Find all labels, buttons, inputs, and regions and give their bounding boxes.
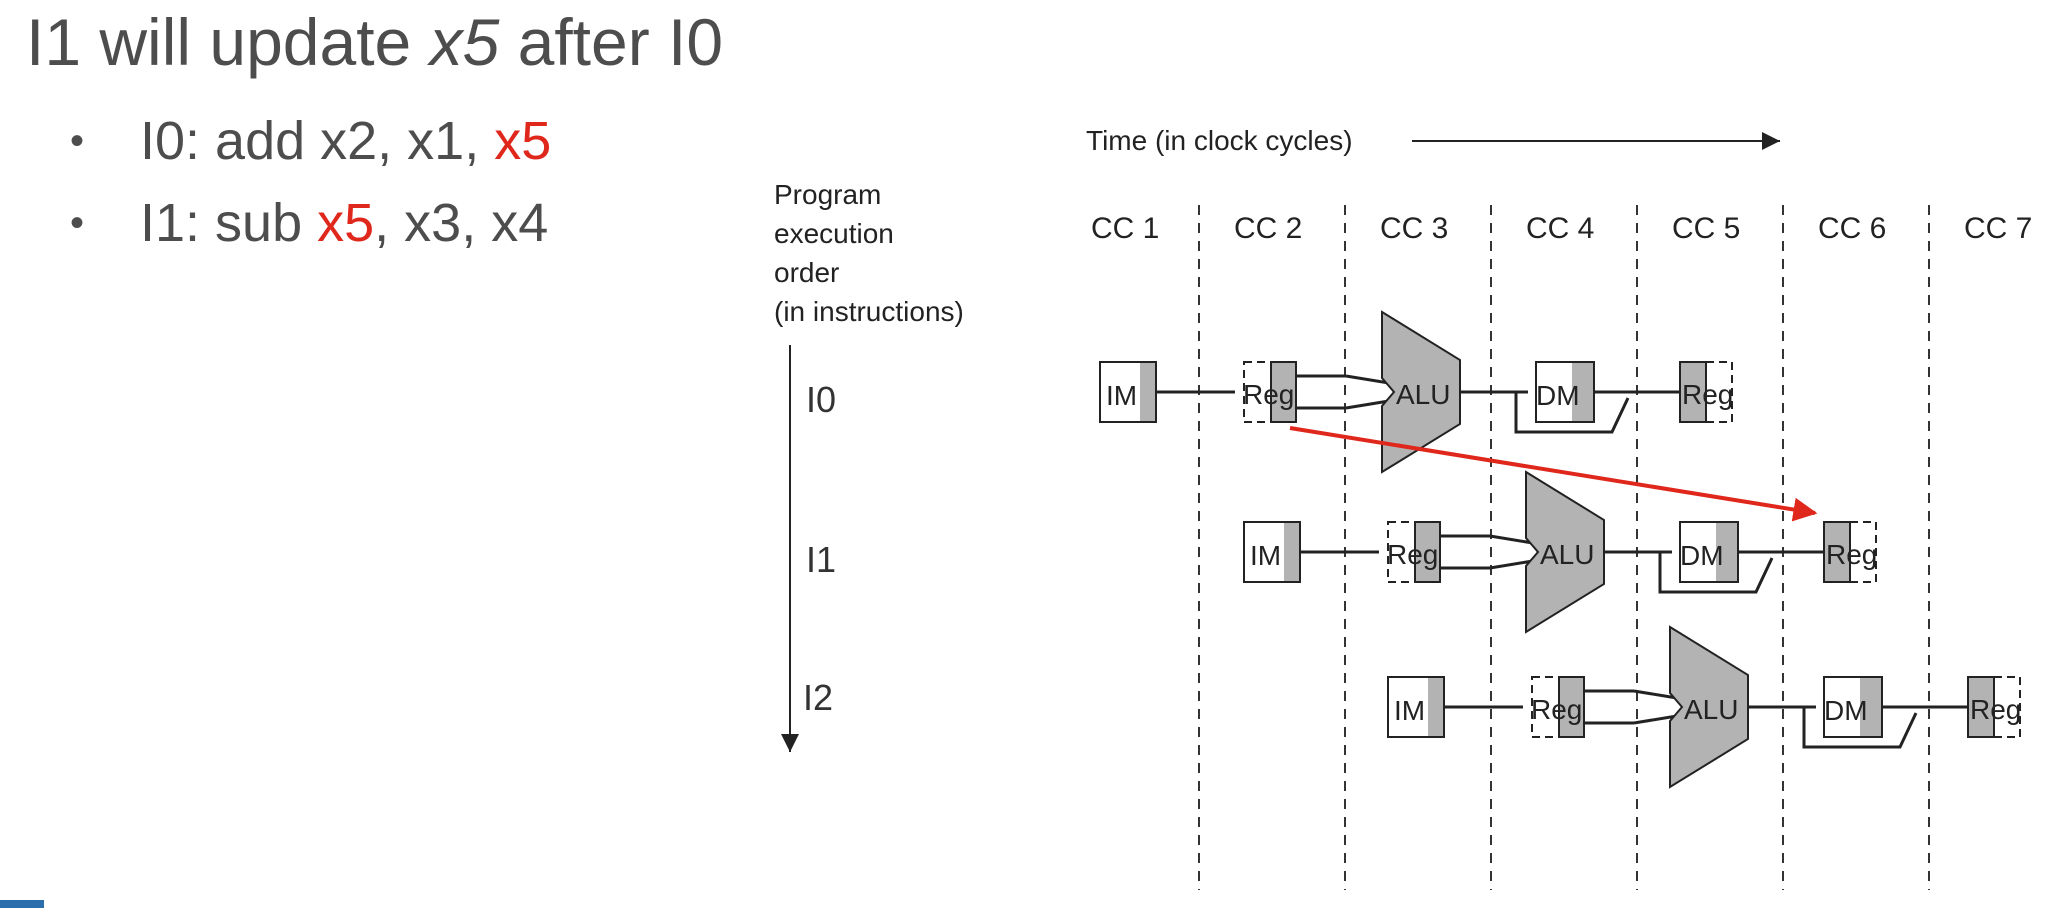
stage-reg-read: Reg (1387, 521, 1441, 583)
stage-label-im: IM (1106, 380, 1137, 411)
instruction-item-i1: • I1: sub x5, x3, x4 (62, 182, 551, 264)
instruction-label-i2: I2 (803, 677, 833, 718)
cycle-label-cc2: CC 2 (1234, 212, 1302, 245)
stage-label-reg: Reg (1826, 539, 1877, 570)
pipeline-row-i1: IM Reg ALU DM Reg (1243, 470, 1877, 634)
bullet-icon: • (70, 119, 85, 163)
pipeline-row-i0: IM Reg ALU DM Reg (1099, 310, 1733, 474)
instruction-list: •I0: add x2, x1, x5 •I1: sub x5, x3, x4 (62, 100, 551, 264)
slide-title: I1 will update x5 after I0 (26, 0, 723, 84)
stage-label-alu: ALU (1540, 539, 1594, 570)
program-order-line-2: execution (774, 218, 894, 249)
cycle-label-cc3: CC 3 (1380, 212, 1448, 245)
stage-label-im: IM (1394, 695, 1425, 726)
pipeline-row-i2: IM Reg ALU DM Reg (1387, 625, 2021, 789)
stage-alu: ALU (1525, 470, 1605, 634)
hazard-register: x5 (494, 111, 552, 171)
cycle-label-cc6: CC 6 (1818, 212, 1886, 245)
stage-reg-read: Reg (1531, 676, 1585, 738)
stage-label-reg: Reg (1970, 694, 2021, 725)
stage-label-reg: Reg (1243, 379, 1294, 410)
hazard-register: x5 (317, 193, 375, 253)
stage-im: IM (1387, 676, 1445, 738)
stage-reg-write: Reg (1823, 521, 1877, 583)
program-order-line-1: Program (774, 179, 881, 210)
stage-im: IM (1243, 521, 1301, 583)
stage-label-dm: DM (1824, 695, 1868, 726)
stage-dm: DM (1823, 676, 1883, 738)
cycle-label-cc1: CC 1 (1091, 212, 1159, 245)
program-order-label: Program execution order (in instructions… (774, 179, 964, 327)
time-axis-label: Time (in clock cycles) (1086, 125, 1353, 156)
stage-label-alu: ALU (1396, 379, 1450, 410)
stage-dm: DM (1679, 521, 1739, 583)
stage-label-reg: Reg (1531, 694, 1582, 725)
instruction-label-i0: I0 (806, 379, 836, 420)
stage-reg-write: Reg (1679, 361, 1733, 423)
data-hazard-arrow (1289, 426, 1818, 522)
program-order-line-4: (in instructions) (774, 296, 964, 327)
stage-reg-read: Reg (1243, 361, 1297, 423)
footer-accent-bar (0, 900, 44, 908)
instruction-text: I0: add x2, x1, (140, 111, 495, 171)
stage-label-alu: ALU (1684, 694, 1738, 725)
title-variable: x5 (429, 5, 500, 79)
stage-dm: DM (1535, 361, 1595, 423)
stage-label-im: IM (1250, 540, 1281, 571)
stage-im: IM (1099, 361, 1157, 423)
title-prefix: I1 will update (26, 5, 430, 79)
instruction-text: I1: sub (140, 193, 318, 253)
program-order-line-3: order (774, 257, 839, 288)
stage-label-dm: DM (1680, 540, 1724, 571)
instruction-label-i1: I1 (806, 539, 836, 580)
cycle-label-cc5: CC 5 (1672, 212, 1740, 245)
cycle-label-cc4: CC 4 (1526, 212, 1594, 245)
instruction-item-i0: • I0: add x2, x1, x5 (62, 100, 551, 182)
stage-label-dm: DM (1536, 380, 1580, 411)
stage-reg-write: Reg (1967, 676, 2021, 738)
stage-alu: ALU (1381, 310, 1461, 474)
cycle-label-cc7: CC 7 (1964, 212, 2032, 245)
stage-label-reg: Reg (1387, 539, 1438, 570)
stage-label-reg: Reg (1682, 379, 1733, 410)
cycle-separators (1198, 205, 1930, 890)
instruction-text-tail: , x3, x4 (374, 193, 549, 253)
bullet-icon: • (70, 201, 85, 245)
stage-alu: ALU (1669, 625, 1749, 789)
title-suffix: after I0 (499, 5, 724, 79)
